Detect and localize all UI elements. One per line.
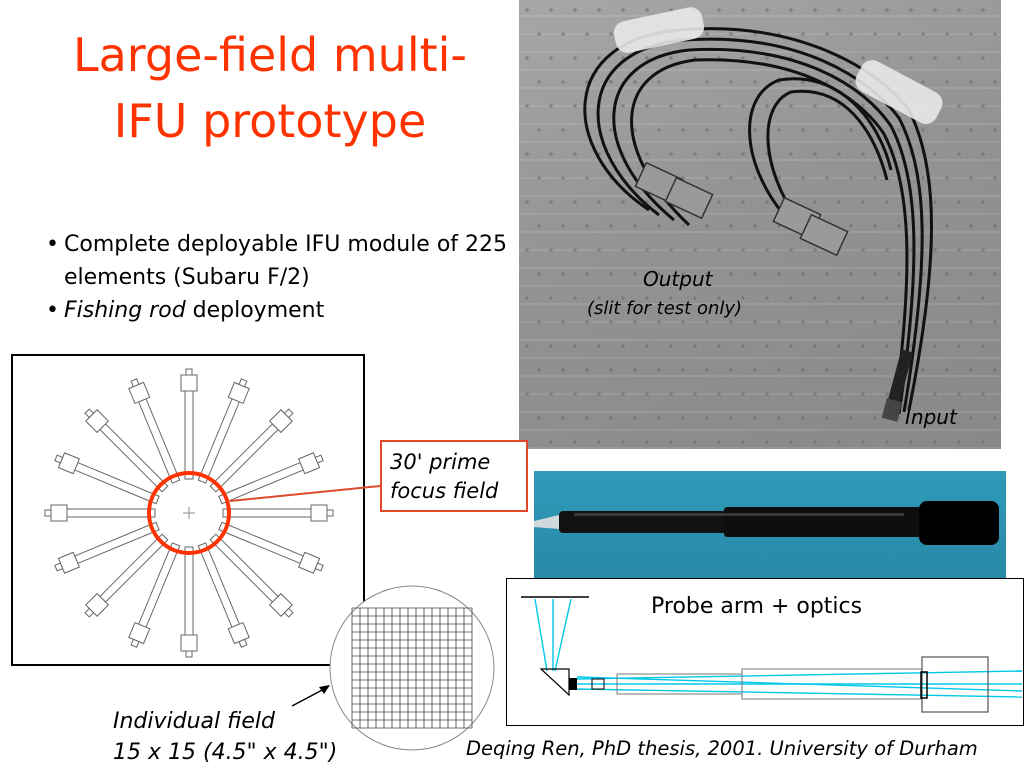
individual-field-grid — [329, 585, 495, 751]
probe-optics-drawing — [521, 596, 1023, 713]
probe-optics-diagram — [506, 578, 1024, 726]
field-callout: 30' prime focus field — [380, 440, 528, 512]
field-circle — [147, 471, 231, 555]
slide-title: Large-field multi-IFU prototype — [72, 28, 468, 148]
bullet-item: • Fishing rod deployment — [46, 294, 516, 327]
bullet-dot-icon: • — [46, 298, 59, 323]
individual-field-label: Individual field 15 x 15 (4.5" x 4.5") — [113, 709, 338, 765]
fiber-bundle-photo: Output (slit for test only) Input — [519, 0, 1001, 449]
fiber-bundle-drawing — [525, 7, 997, 444]
deployment-diagram — [11, 354, 365, 666]
output-note-label: (slit for test only) — [587, 298, 743, 319]
input-label: Input — [905, 405, 957, 429]
bullet-dot-icon: • — [46, 232, 59, 257]
probe-photo — [534, 471, 1006, 579]
deployment-drawing — [44, 368, 334, 658]
probe-drawing — [534, 501, 999, 545]
output-label: Output — [643, 267, 713, 291]
probe-title: Probe arm + optics — [651, 594, 863, 619]
credit-text: Deqing Ren, PhD thesis, 2001. University… — [466, 737, 978, 760]
bullet-item: • Complete deployable IFU module of 225 … — [46, 228, 516, 294]
bullet-list: • Complete deployable IFU module of 225 … — [46, 228, 516, 327]
